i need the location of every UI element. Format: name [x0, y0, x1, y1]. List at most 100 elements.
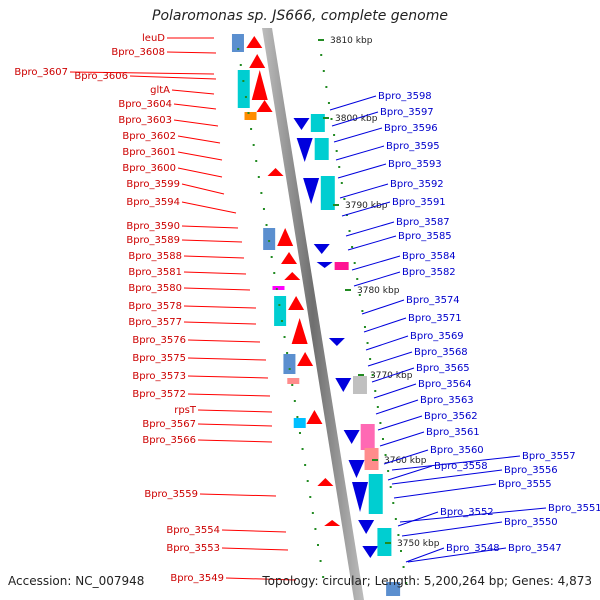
label-leader-right — [383, 449, 429, 465]
label-leader-left — [187, 393, 271, 397]
gene-label-left: Bpro_3589 — [126, 235, 180, 246]
gene-label-right: Bpro_3562 — [424, 411, 478, 422]
label-leader-left — [183, 287, 251, 291]
reverse-gene-arrow — [362, 546, 379, 558]
gene-label-left: Bpro_3573 — [132, 371, 186, 382]
minor-tick — [366, 342, 369, 344]
minor-tick — [242, 80, 245, 82]
label-leader-left — [177, 167, 223, 178]
label-leader-right — [393, 483, 497, 499]
forward-gene-arrow — [256, 100, 273, 112]
gene-label-left: Bpro_3580 — [128, 283, 182, 294]
label-leader-right — [367, 351, 413, 367]
gene-content-block — [274, 296, 287, 326]
label-leader-right — [337, 163, 387, 179]
minor-tick — [371, 374, 374, 376]
scale-tick-label: 3760 kbp — [384, 456, 427, 466]
gene-label-right: Bpro_3556 — [504, 465, 558, 476]
label-leader-left — [183, 271, 247, 275]
label-leader-right — [335, 145, 385, 161]
minor-tick — [381, 438, 384, 440]
minor-tick — [273, 272, 276, 274]
minor-tick — [296, 416, 299, 418]
label-leader-right — [399, 507, 547, 523]
label-leader-right — [351, 255, 401, 271]
label-leader-left — [181, 183, 225, 195]
scale-tick-label: 3780 kbp — [357, 286, 400, 296]
gene-label-left: Bpro_3590 — [126, 221, 180, 232]
gene-label-right: Bpro_3568 — [414, 347, 468, 358]
gene-label-left: Bpro_3549 — [170, 573, 224, 584]
gene-label-right: Bpro_3591 — [392, 197, 446, 208]
forward-gene-arrow — [267, 168, 284, 176]
label-leader-left — [166, 51, 217, 54]
forward-gene-arrow — [249, 54, 266, 68]
minor-tick — [291, 384, 294, 386]
scale-tick-mark — [318, 39, 324, 41]
minor-tick — [384, 454, 387, 456]
label-leader-left — [187, 357, 267, 361]
forward-gene-arrow — [277, 228, 294, 246]
scale-tick-label: 3790 kbp — [345, 201, 388, 211]
reverse-gene-arrow — [296, 138, 313, 162]
minor-tick — [311, 512, 314, 514]
gene-label-left: Bpro_3602 — [122, 131, 176, 142]
minor-tick — [353, 262, 356, 264]
forward-gene-arrow — [284, 272, 301, 280]
minor-tick — [316, 544, 319, 546]
minor-tick — [330, 118, 333, 120]
gene-label-left: Bpro_3554 — [166, 525, 220, 536]
label-leader-left — [177, 135, 221, 144]
gene-content-block — [320, 176, 335, 210]
label-leader-left — [173, 103, 217, 110]
minor-tick — [389, 486, 392, 488]
scale-tick-label: 3750 kbp — [397, 539, 440, 549]
gene-content-block — [263, 228, 276, 250]
reverse-gene-arrow — [343, 430, 360, 444]
gene-label-left: Bpro_3601 — [122, 147, 176, 158]
minor-tick — [237, 48, 240, 50]
gene-label-right: Bpro_3582 — [402, 267, 456, 278]
label-leader-right — [345, 221, 395, 237]
minor-tick — [257, 176, 260, 178]
reverse-gene-arrow — [303, 178, 320, 204]
label-leader-left — [181, 225, 239, 229]
minor-tick — [306, 480, 309, 482]
gene-label-right: Bpro_3551 — [548, 503, 600, 514]
label-leader-right — [407, 547, 507, 563]
gene-label-right: Bpro_3593 — [388, 159, 442, 170]
gene-label-left: Bpro_3572 — [132, 389, 186, 400]
minor-tick — [280, 320, 283, 322]
minor-tick — [356, 278, 359, 280]
label-leader-left — [225, 577, 297, 581]
minor-tick — [340, 182, 343, 184]
label-leader-right — [391, 469, 503, 485]
minor-tick — [399, 550, 402, 552]
feature-rings — [231, 34, 401, 596]
minor-tick — [348, 230, 351, 232]
label-leader-right — [377, 415, 423, 431]
label-leader-right — [379, 431, 425, 447]
reverse-gene-arrow — [335, 378, 352, 392]
reverse-gene-arrow — [352, 482, 369, 512]
forward-gene-arrow — [288, 296, 305, 310]
gene-label-right: Bpro_3584 — [402, 251, 456, 262]
gene-label-left: gltA — [150, 85, 170, 96]
scale-tick-mark — [323, 117, 329, 119]
label-leader-left — [221, 529, 287, 533]
gene-content-block — [310, 114, 325, 132]
label-leader-left — [183, 321, 257, 325]
gene-label-right: Bpro_3587 — [396, 217, 450, 228]
label-leader-right — [347, 235, 397, 251]
minor-tick — [265, 224, 268, 226]
label-leader-right — [371, 367, 415, 383]
label-leader-right — [333, 127, 383, 143]
minor-tick — [262, 208, 265, 210]
gene-content-block — [377, 528, 392, 556]
gene-label-right: Bpro_3597 — [380, 107, 434, 118]
minor-tick — [255, 160, 258, 162]
gene-label-right: Bpro_3564 — [418, 379, 472, 390]
gene-label-right: Bpro_3571 — [408, 313, 462, 324]
